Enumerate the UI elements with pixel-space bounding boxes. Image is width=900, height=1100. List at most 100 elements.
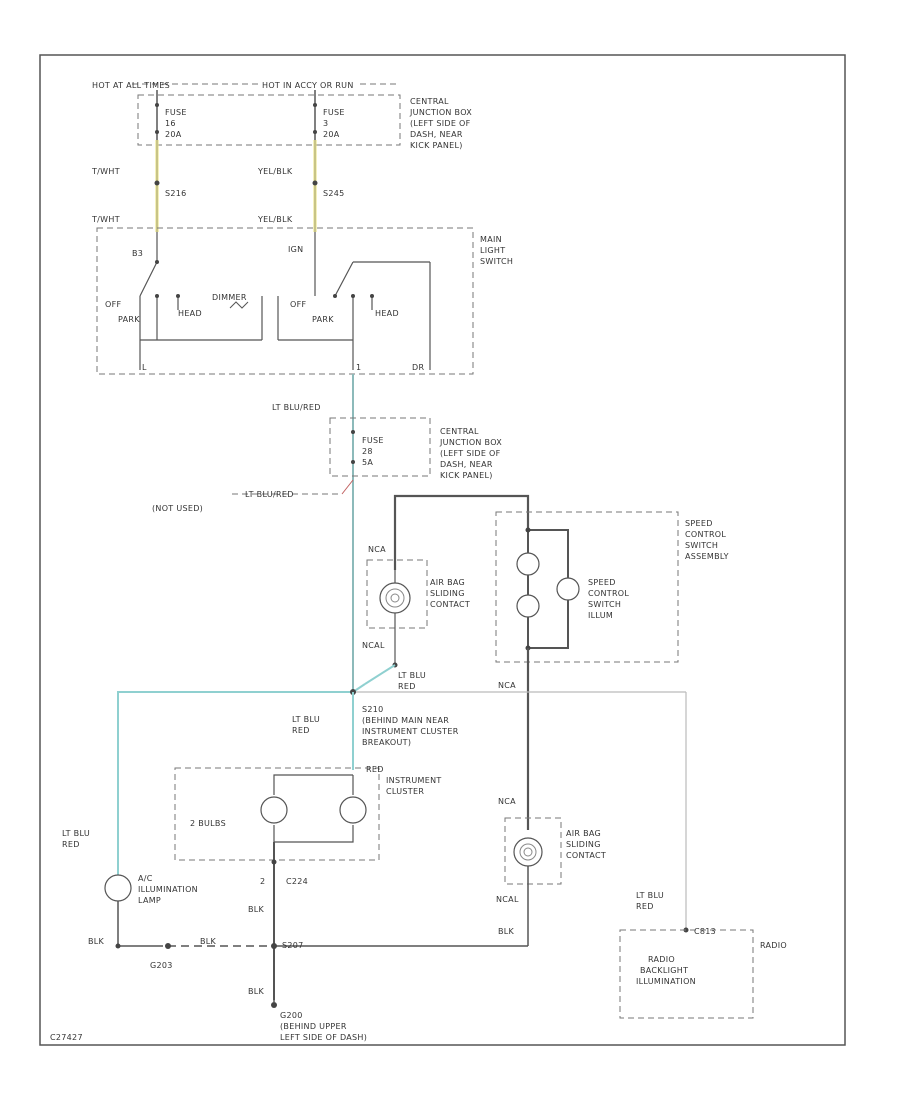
radio-backlight-label: RADIO BACKLIGHT ILLUMINATION [636,955,696,986]
svg-text:CONTROL: CONTROL [685,530,726,539]
svg-text:(BEHIND UPPER: (BEHIND UPPER [280,1022,347,1031]
radio-label: RADIO [760,941,787,950]
svg-text:ASSEMBLY: ASSEMBLY [685,552,729,561]
svg-text:ILLUMINATION: ILLUMINATION [636,977,696,986]
svg-text:SPEED: SPEED [588,578,616,587]
cluster-wiring [273,774,354,1000]
svg-text:DASH, NEAR: DASH, NEAR [410,130,463,139]
switch-b3-label: B3 [132,249,143,258]
speed-control-switch-assembly [495,511,679,663]
not-used-label: (NOT USED) [152,504,203,513]
ncal-lower: NCAL [496,895,519,904]
diagram-id: C27427 [50,1033,83,1042]
speed-bulb-2-icon [516,594,540,618]
c813-label: C813 [694,927,716,936]
wire-to-speed-control [393,494,530,570]
air-bag-lower-box [504,817,562,885]
svg-text:KICK PANEL): KICK PANEL) [440,471,493,480]
blk-right: BLK [498,927,515,936]
instrument-cluster-label: INSTRUMENT CLUSTER [386,776,442,796]
wire-yel-blk [312,140,318,232]
lt-blu-s210: LT BLU [292,715,320,724]
svg-text:LEFT SIDE OF DASH): LEFT SIDE OF DASH) [280,1033,367,1042]
dimmer-label: DIMMER [212,293,247,302]
lt-blu-ac: LT BLU [62,829,90,838]
svg-text:BACKLIGHT: BACKLIGHT [640,966,688,975]
svg-text:5A: 5A [362,458,373,467]
svg-text:FUSE: FUSE [165,108,187,117]
blk-mid: BLK [200,937,217,946]
wire-label-ltblured: LT BLU/RED [272,403,321,412]
svg-text:INSTRUMENT: INSTRUMENT [386,776,442,785]
wire-label-twht-2: T/WHT [91,215,120,224]
svg-text:INSTRUMENT CLUSTER: INSTRUMENT CLUSTER [362,727,459,736]
svg-text:CONTACT: CONTACT [566,851,606,860]
lt-blu-radio: LT BLU [636,891,664,900]
s207-label: S207 [282,941,304,950]
blk-ground: BLK [248,987,265,996]
blk-cluster: BLK [248,905,265,914]
red-ac: RED [62,840,80,849]
ground-bus [117,901,528,1005]
svg-text:LAMP: LAMP [138,896,161,905]
svg-text:DASH, NEAR: DASH, NEAR [440,460,493,469]
dimmer-resistor [229,301,249,309]
c224-label: C224 [286,877,308,886]
svg-text:20A: 20A [323,130,340,139]
cjb-mid-label: CENTRAL JUNCTION BOX (LEFT SIDE OF DASH,… [439,427,502,480]
speed-bulb-1-icon [516,552,540,576]
fuse-28: FUSE 28 5A [351,430,383,467]
svg-text:CONTROL: CONTROL [588,589,629,598]
svg-text:AIR BAG: AIR BAG [566,829,601,838]
light-switch-left [139,232,263,370]
red-s210: RED [292,726,310,735]
air-bag-upper-label: AIR BAG SLIDING CONTACT [430,578,470,609]
svg-text:(LEFT SIDE OF: (LEFT SIDE OF [410,119,471,128]
air-bag-lower-coil [513,837,543,867]
speed-control-illum-label: SPEED CONTROL SWITCH ILLUM [588,578,629,620]
svg-text:SPEED: SPEED [685,519,713,528]
svg-text:3: 3 [323,119,328,128]
fuse-16: FUSE 16 20A [155,90,187,140]
not-used-wire-label: LT BLU/RED [245,490,294,499]
header-left-label: HOT AT ALL TIMES [92,81,170,90]
svg-text:CENTRAL: CENTRAL [410,97,449,106]
pos-head-left: HEAD [178,309,202,318]
switch-ign-label: IGN [288,245,303,254]
central-junction-box-mid [329,417,431,477]
svg-text:SWITCH: SWITCH [685,541,718,550]
svg-text:20A: 20A [165,130,182,139]
pos-off-left: OFF [105,300,121,309]
svg-text:CENTRAL: CENTRAL [440,427,479,436]
cjb-top-label: CENTRAL JUNCTION BOX (LEFT SIDE OF DASH,… [409,97,472,150]
cluster-bulb-2-icon [339,796,367,824]
speed-bulb-3-icon [556,577,580,601]
svg-text:JUNCTION BOX: JUNCTION BOX [439,438,502,447]
pos-head-right: HEAD [375,309,399,318]
ac-illum-label: A/C ILLUMINATION LAMP [138,874,198,905]
wire-label-yelblk-2: YEL/BLK [257,215,293,224]
air-bag-lower-label: AIR BAG SLIDING CONTACT [566,829,606,860]
svg-text:RADIO: RADIO [648,955,675,964]
lt-blu-red-bus [117,691,687,930]
svg-text:BREAKOUT): BREAKOUT) [362,738,411,747]
svg-text:MAIN: MAIN [480,235,502,244]
main-light-switch-box [96,227,474,375]
pin-1: 1 [356,363,361,372]
pin-dr: DR [412,363,424,372]
pos-off-right: OFF [290,300,306,309]
svg-text:AIR BAG: AIR BAG [430,578,465,587]
air-bag-upper-box [366,559,428,629]
red-cluster: RED [366,765,384,774]
wire-label-twht-1: T/WHT [91,167,120,176]
wire-tan-wht [154,140,160,232]
speed-control-assy-label: SPEED CONTROL SWITCH ASSEMBLY [685,519,729,561]
g200-label: G200 (BEHIND UPPER LEFT SIDE OF DASH) [280,1011,367,1042]
header-right-label: HOT IN ACCY OR RUN [262,81,354,90]
instrument-cluster-box [174,767,380,861]
air-bag-upper-coil [379,582,411,614]
wire-label-yelblk-1: YEL/BLK [257,167,293,176]
splice-s216: S216 [165,189,187,198]
main-light-switch-label: MAIN LIGHT SWITCH [480,235,513,266]
